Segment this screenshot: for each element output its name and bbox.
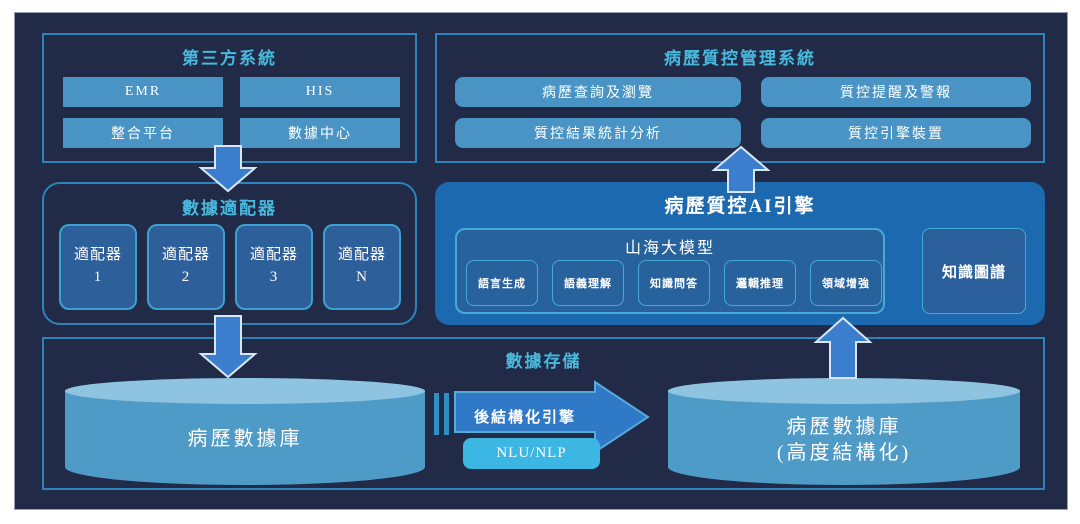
adapter-card-n-label: 適配器 [337,247,386,264]
data-adapters-box: 數據適配器 適配器 1 適配器 2 適配器 3 適配器 N [42,182,417,325]
ai-engine-title: 病歷質控AI引擎 [664,196,816,217]
data-center-button: 數據中心 [240,118,400,148]
adapter-card-2-label: 適配器 [161,247,210,264]
adapter-card-n: 適配器 N [323,224,401,310]
medical-record-db-label: 病歷數據庫 [187,428,303,450]
data-adapters-title: 數據適配器 [182,199,277,218]
up-arrow-storage-to-ai-engine-icon [813,316,873,379]
structured-db-label-line2: (高度結構化) [776,442,912,464]
adapter-card-1-label: 適配器 [73,247,122,264]
module-logical-reasoning: 邏輯推理 [724,260,796,306]
adapter-card-3: 適配器 3 [235,224,313,310]
module-knowledge-qa: 知識問答 [638,260,710,306]
shanhai-model-title: 山海大模型 [624,240,715,257]
adapter-card-n-number: N [356,269,368,285]
right-arrow-post-structuring-engine-icon [454,380,650,454]
integration-platform-button: 整合平台 [63,118,223,148]
module-domain-enhancement: 領域增強 [810,260,882,306]
cylinder-body [65,390,425,485]
adapter-card-3-label: 適配器 [249,247,298,264]
structured-db-label-line1: 病歷數據庫 [786,416,902,438]
post-structuring-engine-label: 後結構化引擎 [473,410,576,426]
qc-statistics-analysis-button: 質控結果統計分析 [455,118,741,148]
nlu-nlp-tag: NLU/NLP [463,438,600,469]
parallel-bar-icon [444,393,449,435]
module-semantic-understanding: 語義理解 [552,260,624,306]
adapter-card-2-number: 2 [181,269,191,285]
qc-management-system-title: 病歷質控管理系統 [664,49,816,68]
up-arrow-ai-engine-to-qc-system-icon [711,145,771,193]
qc-engine-config-button: 質控引擎裝置 [761,118,1031,148]
his-button: HIS [240,77,400,107]
knowledge-graph-card: 知識圖譜 [922,228,1026,314]
down-arrow-third-party-to-adapters-icon [198,145,258,193]
shanhai-model-box: 山海大模型 語言生成 語義理解 知識問答 邏輯推理 領域增強 [455,228,885,314]
emr-button: EMR [63,77,223,107]
adapter-card-3-number: 3 [269,269,279,285]
structured-db-cylinder: 病歷數據庫 (高度結構化) [668,378,1020,485]
cylinder-top-ellipse [668,378,1020,404]
cylinder-top-ellipse [65,378,425,404]
medical-record-db-cylinder: 病歷數據庫 [65,378,425,485]
data-storage-box: 數據存儲 [42,337,1045,490]
record-query-browse-button: 病歷查詢及瀏覽 [455,77,741,107]
down-arrow-adapters-to-storage-icon [198,315,258,379]
ai-engine-box: 病歷質控AI引擎 山海大模型 語言生成 語義理解 知識問答 邏輯推理 領域增強 … [435,182,1045,325]
data-storage-title: 數據存儲 [505,352,582,371]
third-party-systems-title: 第三方系統 [182,49,277,68]
qc-reminder-alert-button: 質控提醒及警報 [761,77,1031,107]
adapter-card-1-number: 1 [93,269,103,285]
parallel-bar-icon [434,393,439,435]
qc-management-system-box: 病歷質控管理系統 病歷查詢及瀏覽 質控提醒及警報 質控結果統計分析 質控引擎裝置 [435,33,1045,163]
module-language-generation: 語言生成 [466,260,538,306]
adapter-card-1: 適配器 1 [59,224,137,310]
adapter-card-2: 適配器 2 [147,224,225,310]
cylinder-body [668,390,1020,485]
